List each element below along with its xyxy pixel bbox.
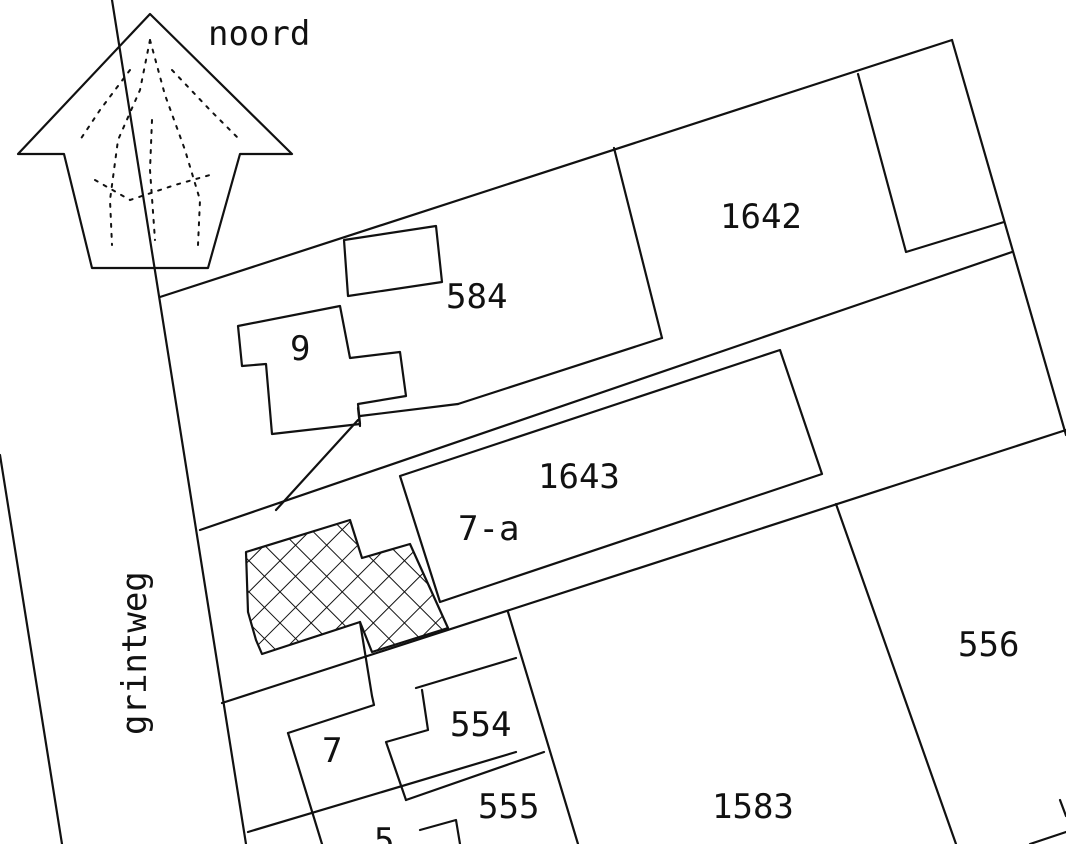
- parcel-label-555: 555: [478, 787, 539, 827]
- parcel-label-554: 554: [450, 705, 511, 745]
- road-label: grintweg: [115, 571, 155, 735]
- house-number-5: 5: [374, 821, 394, 844]
- north-label: noord: [208, 14, 310, 54]
- house-number-7a: 7-a: [458, 509, 519, 549]
- parcel-label-1642: 1642: [720, 197, 802, 237]
- house-number-9: 9: [290, 329, 310, 369]
- parcel-label-1643: 1643: [538, 457, 620, 497]
- hatched-building: [244, 518, 450, 656]
- access-path: [274, 418, 360, 512]
- parcel-label-584: 584: [446, 277, 507, 317]
- parcel-label-1583: 1583: [712, 787, 794, 827]
- road-edge-left: [0, 453, 64, 844]
- north-arrow-icon: [16, 12, 294, 270]
- building-outlines: [236, 224, 824, 844]
- parcel-boundaries: [158, 38, 1066, 844]
- path-marker: [356, 406, 362, 428]
- house-number-7: 7: [322, 731, 342, 771]
- parcel-label-556: 556: [958, 625, 1019, 665]
